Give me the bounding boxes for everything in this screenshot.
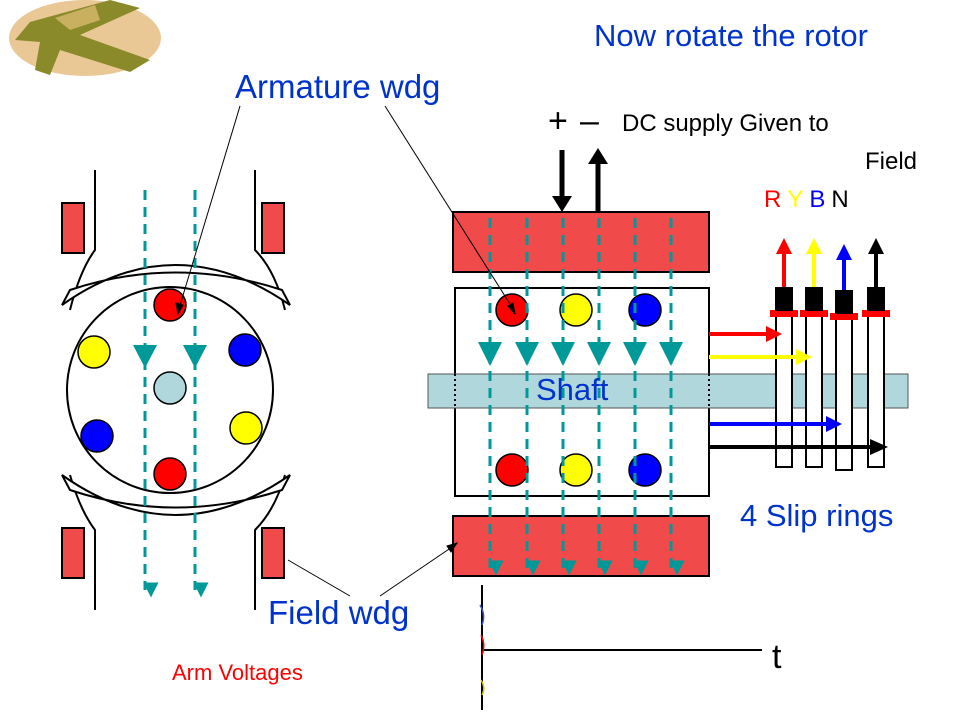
dc-supply-label-line2: Field (865, 148, 918, 175)
shaft-label: Shaft (536, 372, 609, 407)
shaft-section (153, 371, 187, 405)
slip-rings-label: 4 Slip rings (740, 498, 894, 533)
ring-connection-arrows (709, 326, 888, 455)
dc-supply-arrows (552, 148, 608, 212)
page-title: Now rotate the rotor (594, 18, 868, 53)
arm-voltages-label: Arm Voltages (172, 660, 303, 685)
leader-lines (175, 105, 516, 597)
dc-plus-sign: + (548, 102, 568, 140)
phase-label-n: N (831, 186, 849, 213)
side-view (427, 148, 909, 577)
field-winding-coils (61, 202, 285, 579)
dc-minus-sign: – (580, 102, 599, 140)
flux-lines-right (488, 218, 685, 576)
armature-winding-label: Armature wdg (235, 68, 441, 105)
field-pole-top (452, 211, 710, 273)
time-axis (479, 585, 762, 710)
phase-label-b: B (809, 186, 826, 213)
phase-output-arrows (776, 238, 884, 290)
phase-label-r: R (764, 186, 782, 213)
phase-label-y: Y (787, 186, 804, 213)
cross-section (61, 170, 291, 610)
time-axis-label: t (772, 638, 782, 676)
logo-aircraft-icon (9, 0, 161, 76)
shaft (427, 373, 909, 409)
field-winding-label: Field wdg (268, 594, 410, 631)
dc-supply-label-line1: DC supply Given to (622, 110, 829, 137)
slip-rings (775, 314, 885, 471)
